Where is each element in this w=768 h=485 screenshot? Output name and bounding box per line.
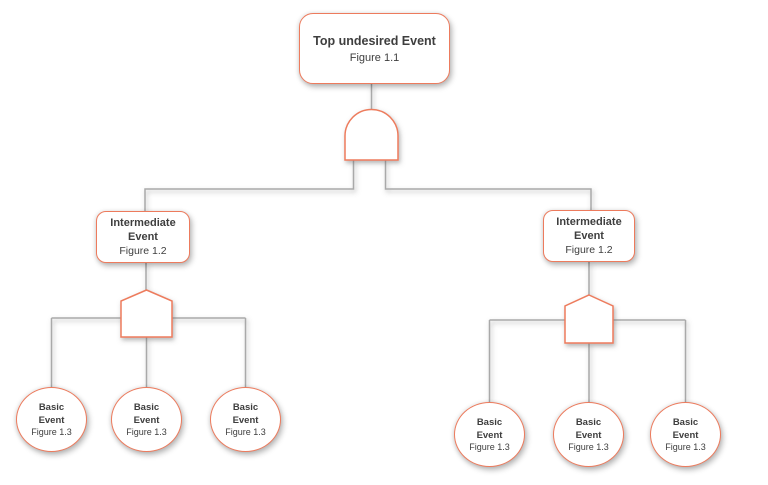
basic-event-label: Basic Event xyxy=(672,417,699,441)
basic-event-right-1-node: Basic Event Figure 1.3 xyxy=(454,402,525,467)
gate-symbols xyxy=(120,108,614,344)
basic-event-label: Basic Event xyxy=(38,402,65,426)
or-gate-right-icon xyxy=(564,294,614,344)
basic-event-figure: Figure 1.3 xyxy=(126,426,167,437)
basic-event-label: Basic Event xyxy=(133,402,160,426)
basic-event-figure: Figure 1.3 xyxy=(31,426,72,437)
basic-event-right-2-node: Basic Event Figure 1.3 xyxy=(553,402,624,467)
intermediate-event-right-node: Intermediate Event Figure 1.2 xyxy=(543,210,635,262)
or-gate-left-icon xyxy=(120,289,173,338)
basic-event-figure: Figure 1.3 xyxy=(469,441,510,452)
basic-event-left-2-node: Basic Event Figure 1.3 xyxy=(111,387,182,452)
top-event-figure: Figure 1.1 xyxy=(349,51,400,64)
basic-event-right-3-node: Basic Event Figure 1.3 xyxy=(650,402,721,467)
intermediate-left-label: Intermediate Event xyxy=(110,217,176,243)
basic-event-label: Basic Event xyxy=(232,402,259,426)
basic-event-figure: Figure 1.3 xyxy=(225,426,266,437)
intermediate-left-figure: Figure 1.2 xyxy=(119,244,167,257)
intermediate-right-label: Intermediate Event xyxy=(556,216,622,242)
basic-event-figure: Figure 1.3 xyxy=(568,441,609,452)
and-gate-icon xyxy=(344,108,399,161)
top-undesired-event-node: Top undesired Event Figure 1.1 xyxy=(299,13,450,84)
basic-event-figure: Figure 1.3 xyxy=(665,441,706,452)
basic-event-left-1-node: Basic Event Figure 1.3 xyxy=(16,387,87,452)
basic-event-label: Basic Event xyxy=(476,417,503,441)
basic-event-left-3-node: Basic Event Figure 1.3 xyxy=(210,387,281,452)
connector-and-to-right-intermediate xyxy=(384,160,592,211)
top-event-label: Top undesired Event xyxy=(313,33,436,48)
connector-and-to-left-intermediate xyxy=(144,160,355,212)
intermediate-right-figure: Figure 1.2 xyxy=(565,243,613,256)
basic-event-label: Basic Event xyxy=(575,417,602,441)
intermediate-event-left-node: Intermediate Event Figure 1.2 xyxy=(96,211,190,263)
